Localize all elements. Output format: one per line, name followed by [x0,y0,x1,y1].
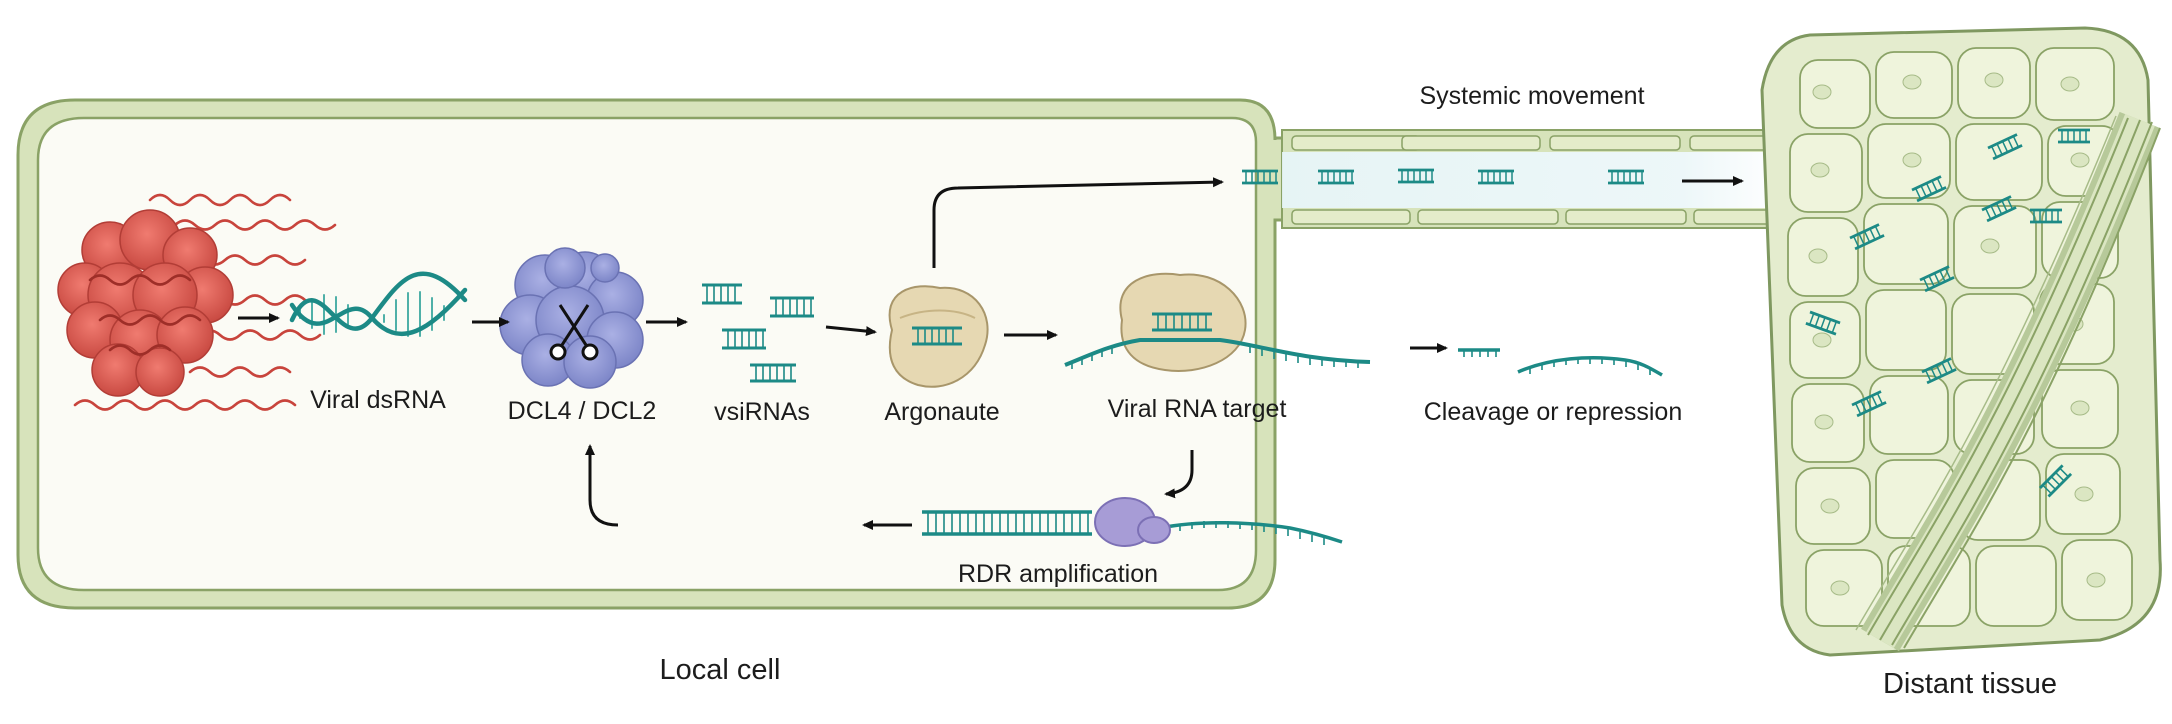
cleavage-products [1458,348,1663,377]
tissue-sirna [1805,310,1841,336]
label-viral-dsrna: Viral dsRNA [310,386,446,414]
label-vsirnas: vsiRNAs [714,398,810,426]
process-arrows [238,176,1744,530]
risc-on-target [1064,272,1371,372]
label-argonaute: Argonaute [884,398,1000,426]
tissue-sirna [1851,390,1887,418]
tissue-sirna [1921,357,1957,385]
tissue-sirnas [1805,128,2090,498]
mobile-sirna [1398,168,1434,184]
rdr-amplification [922,497,1343,547]
distant-tissue [1760,26,2162,657]
vsirna-duplexes [702,283,814,383]
mobile-sirna [1318,169,1354,185]
tissue-sirna [1849,223,1885,251]
viral-dsrna-helix [289,271,468,337]
label-viral-rna-target: Viral RNA target [1107,395,1287,423]
label-local-cell: Local cell [659,654,781,686]
label-rdr-amplification: RDR amplification [957,560,1159,588]
label-systemic-movement: Systemic movement [1419,82,1645,110]
phloem-channel [1281,129,1783,229]
tissue-sirna [1987,133,2023,161]
label-distant-tissue: Distant tissue [1882,668,2058,700]
tissue-sirna [1981,195,2017,223]
tissue-sirna [2030,208,2062,224]
vascular-bundle [1855,111,2161,652]
label-cleavage: Cleavage or repression [1423,398,1683,426]
mobile-sirna [1242,169,1278,185]
argonaute-protein-icon [888,285,989,388]
virus-particle-icon [57,193,337,411]
tissue-sirna [2058,128,2090,144]
label-dicer: DCL4 / DCL2 [507,397,657,425]
mobile-sirnas [1242,168,1644,185]
dicer-complex [499,247,644,389]
mobile-sirna [1478,169,1514,185]
mobile-sirna [1608,169,1644,185]
tissue-sirna [2039,464,2073,498]
tissue-sirna [1919,265,1955,293]
rdr-polymerase-icon [1094,497,1171,547]
tissue-sirna [1911,175,1947,203]
scissors-icon [549,304,599,361]
